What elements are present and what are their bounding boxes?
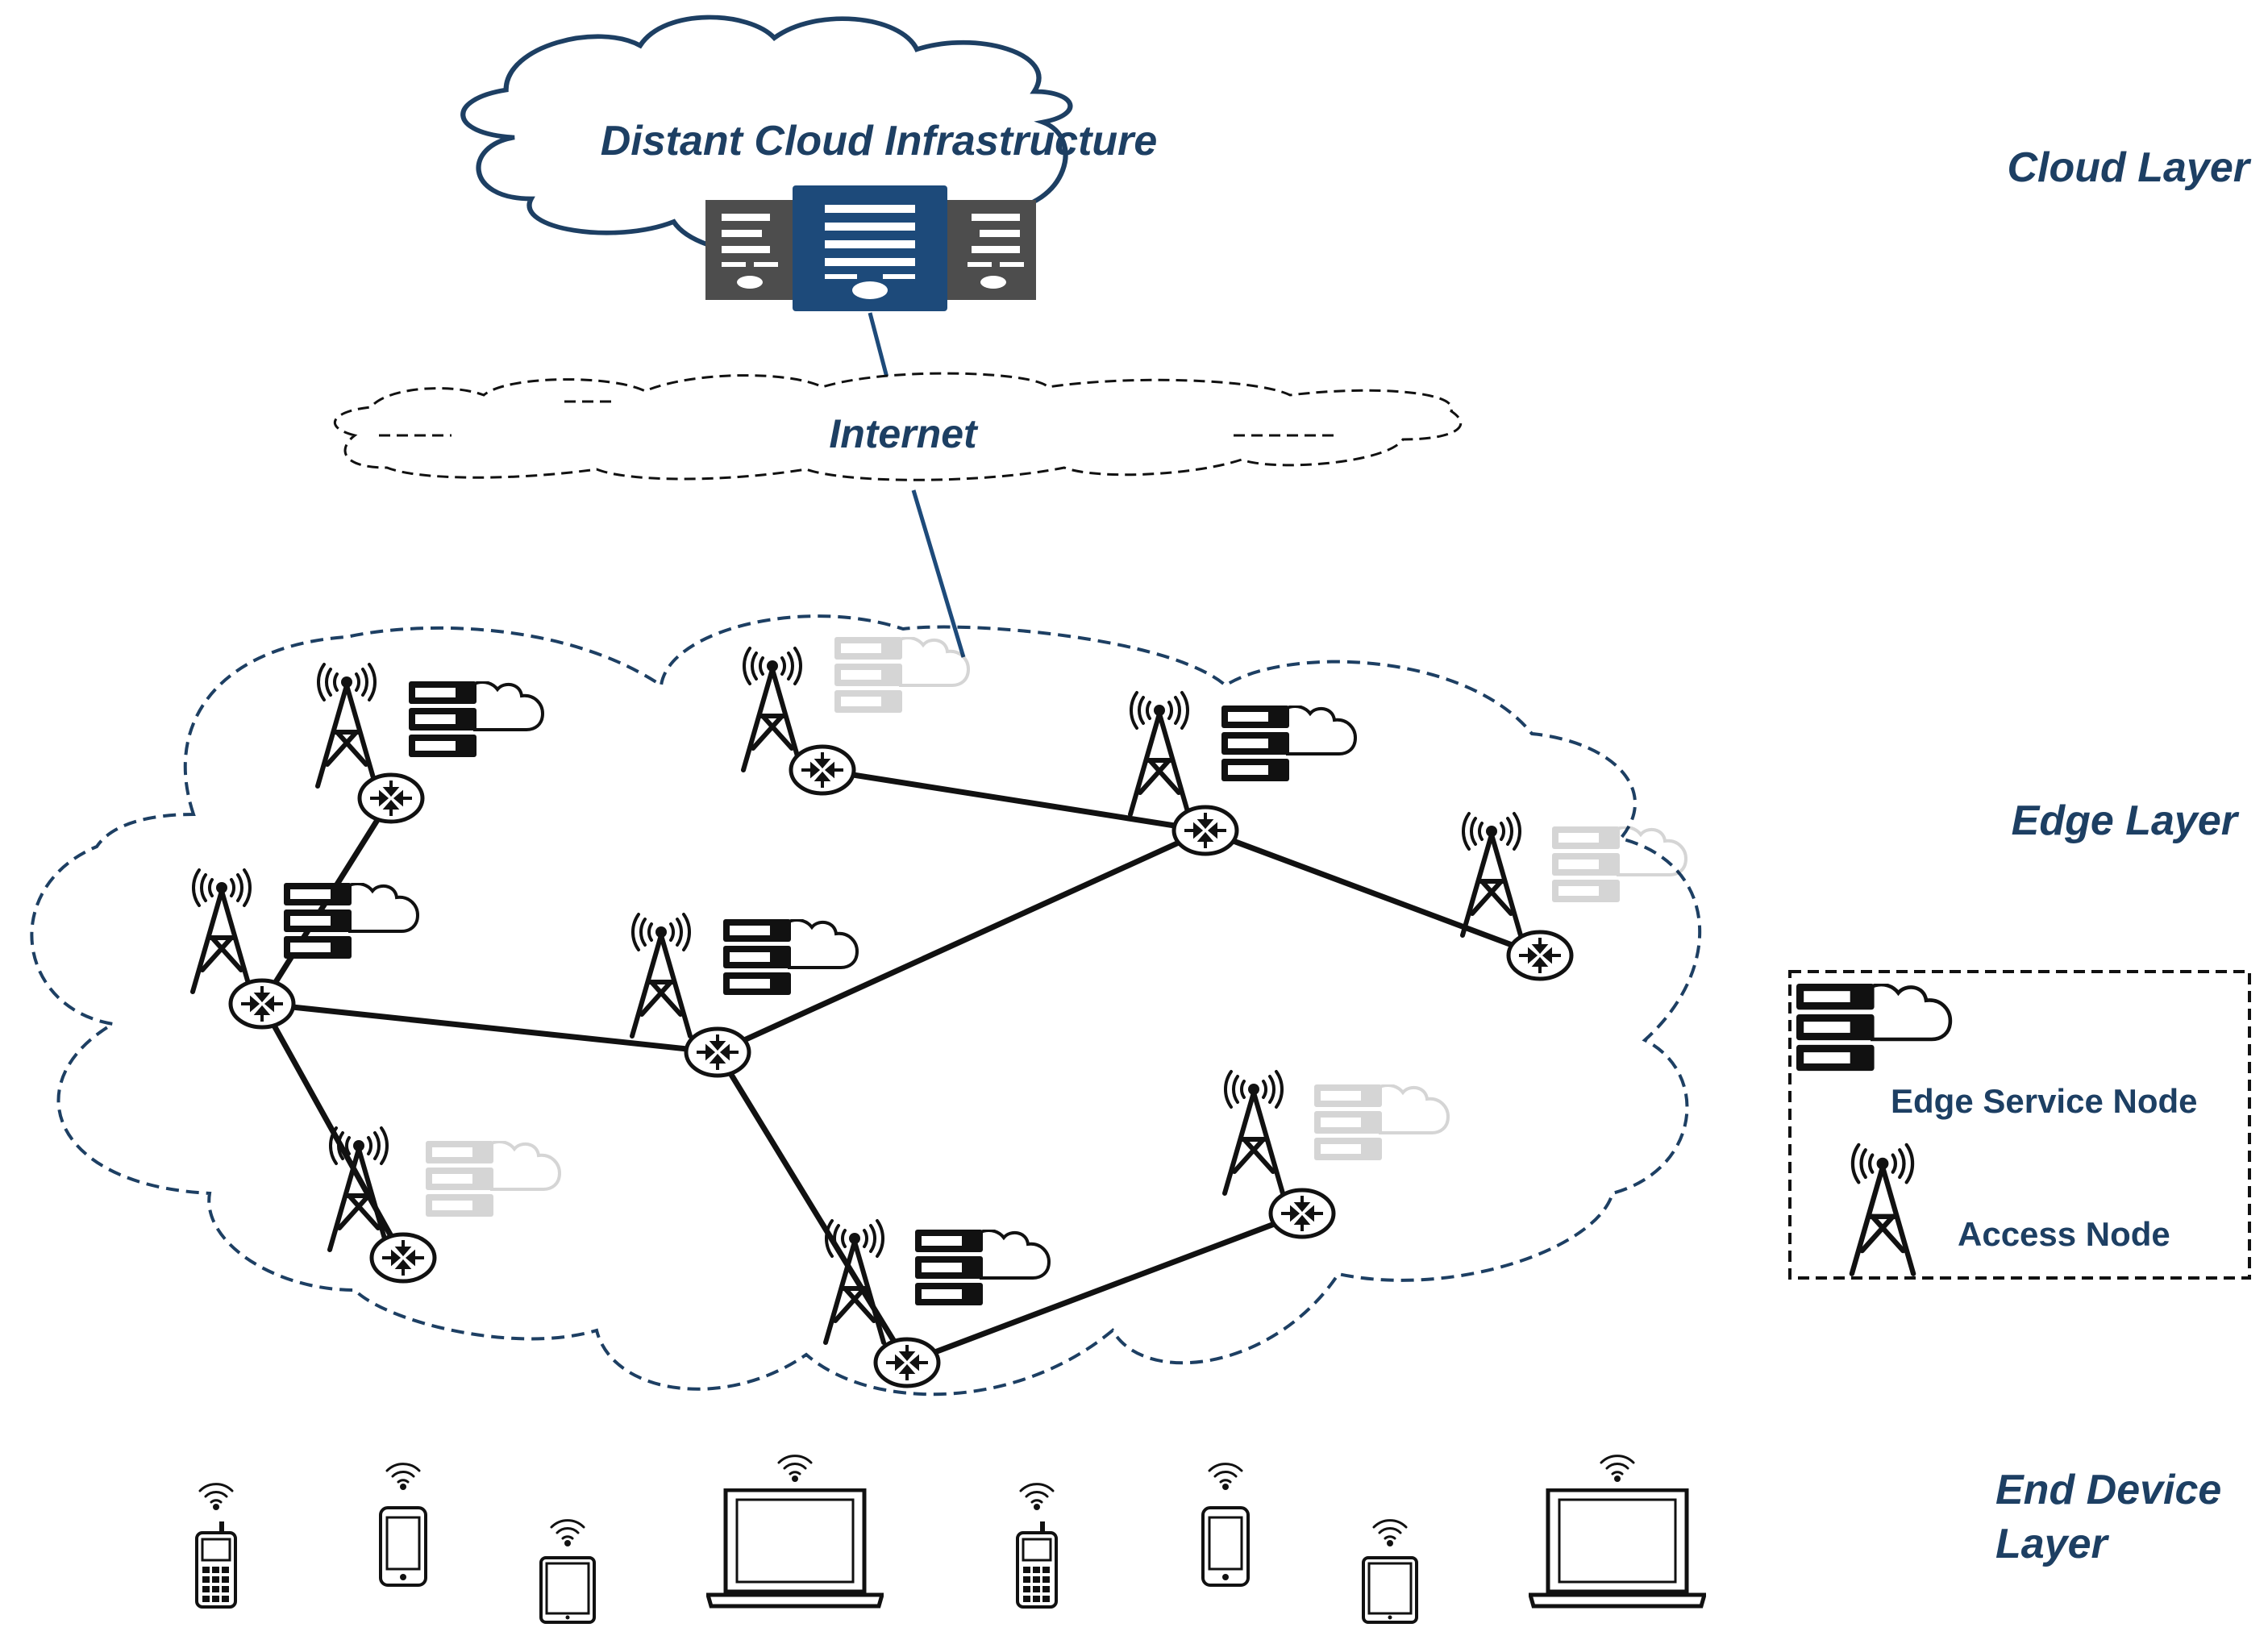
- smartphone-icon: [1201, 1506, 1250, 1587]
- tablet-icon: [539, 1556, 596, 1624]
- access-node-icon: [330, 1128, 388, 1250]
- faded-edge-service-nodes: [426, 637, 1687, 1218]
- laptop-icon: [1530, 1490, 1704, 1606]
- edge-cloud-shape: [30, 614, 1702, 1396]
- access-node-icon: [632, 914, 690, 1036]
- access-node-icon: [743, 648, 801, 770]
- wifi-icon: [777, 1455, 813, 1484]
- access-node-icon: [1130, 693, 1188, 814]
- smartphone-icon: [379, 1506, 427, 1587]
- faded-edge-service-node-icon: [426, 1141, 561, 1218]
- access-node-icon: [318, 664, 376, 786]
- end-devices: [195, 1455, 1704, 1624]
- edge-service-node-icon: [284, 883, 419, 960]
- router-icon: [360, 775, 422, 822]
- router-icon: [1174, 807, 1237, 854]
- router-icon: [372, 1234, 435, 1281]
- router-icon: [876, 1339, 938, 1386]
- legend-edge-service-node-label: Edge Service Node: [1891, 1082, 2197, 1120]
- edge-service-node-icon: [723, 919, 859, 997]
- laptop-icon: [708, 1490, 882, 1606]
- legend-access-node-label: Access Node: [1958, 1215, 2170, 1253]
- edge-links: [259, 767, 1543, 1366]
- cloud-to-internet-link: [868, 312, 889, 378]
- cloud-layer-label: Cloud Layer: [2008, 144, 2252, 191]
- legend-edge-service-node-icon: [1796, 984, 1950, 1071]
- tablet-icon: [1362, 1556, 1418, 1624]
- legend-access-node-icon: [1852, 1145, 1913, 1274]
- edge-layer-label: Edge Layer: [2012, 797, 2240, 844]
- access-node-icon: [1463, 814, 1521, 935]
- end-device-layer-label-line2: Layer: [1995, 1521, 2110, 1567]
- wifi-icon: [1372, 1519, 1408, 1548]
- internet-cloud-shape: [334, 372, 1463, 481]
- faded-edge-service-node-icon: [834, 637, 970, 714]
- wifi-icon: [1600, 1455, 1635, 1484]
- phone-icon: [1016, 1521, 1058, 1609]
- internet-to-edge-link: [911, 489, 966, 658]
- end-device-layer-label-line1: End Device: [1995, 1467, 2221, 1513]
- router-icon: [1271, 1190, 1334, 1237]
- legend-box: Edge Service Node Access Node: [1788, 970, 2251, 1280]
- router-icon: [231, 980, 293, 1027]
- faded-edge-service-node-icon: [1314, 1084, 1450, 1162]
- wifi-icon: [198, 1483, 234, 1512]
- wifi-icon: [385, 1463, 421, 1492]
- routers: [231, 747, 1571, 1386]
- wifi-icon: [550, 1519, 585, 1548]
- router-icon: [1509, 932, 1571, 979]
- edge-service-node-icon: [1221, 706, 1357, 783]
- wifi-icon: [1208, 1463, 1243, 1492]
- access-node-icon: [193, 870, 251, 992]
- phone-icon: [195, 1521, 237, 1609]
- edge-service-node-icon: [409, 681, 544, 759]
- cloud-server-icon: [705, 185, 1036, 311]
- internet-label: Internet: [829, 411, 979, 456]
- wifi-icon: [1019, 1483, 1055, 1512]
- faded-edge-service-node-icon: [1552, 826, 1687, 904]
- edge-service-node-icon: [915, 1230, 1051, 1307]
- access-node-icon: [1225, 1072, 1283, 1193]
- router-icon: [791, 747, 854, 793]
- router-icon: [686, 1029, 749, 1076]
- cloud-title: Distant Cloud Infrastructure: [601, 118, 1158, 164]
